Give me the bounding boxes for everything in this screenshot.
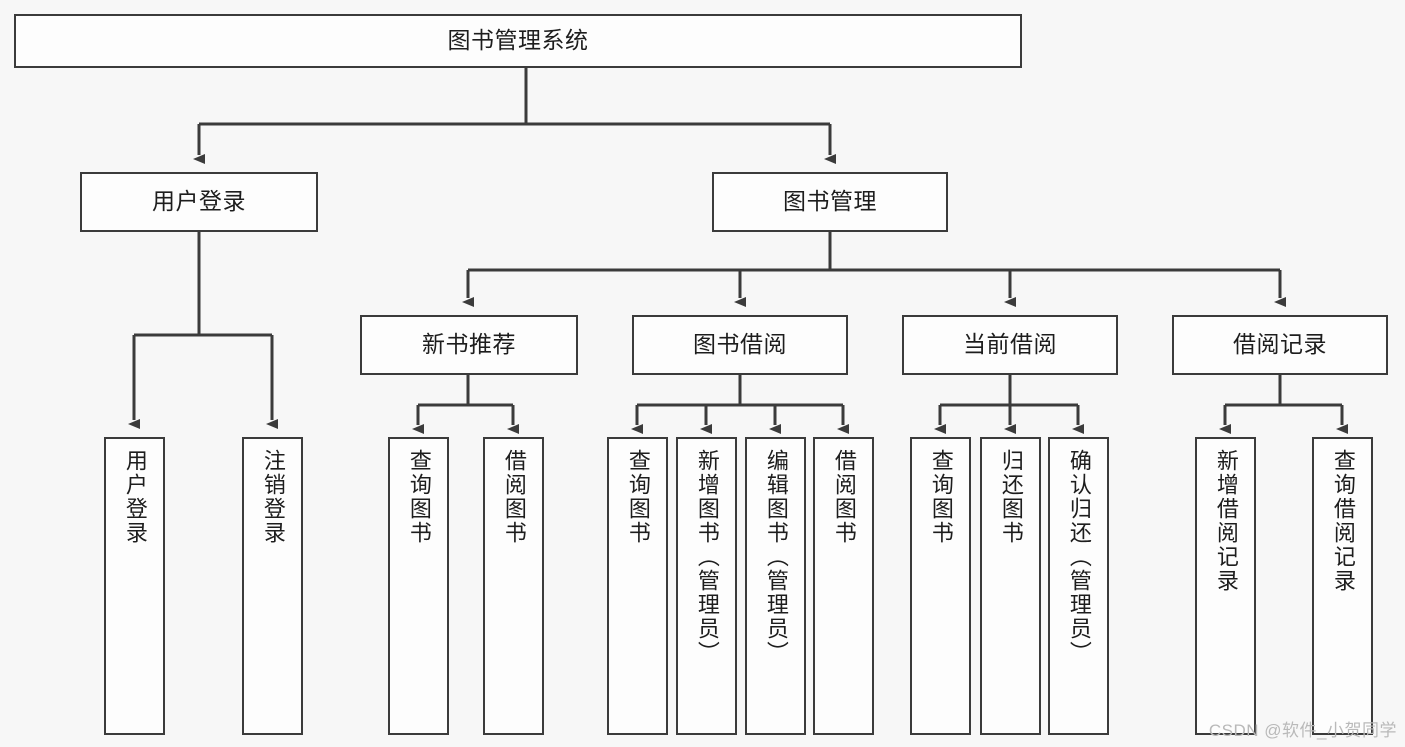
node-borrow-records[interactable]: 借阅记录 — [1172, 315, 1388, 375]
leaf-return-book[interactable]: 归还图书 — [980, 437, 1041, 735]
node-label: 借阅图书 — [831, 449, 857, 545]
node-label: 查询图书 — [625, 449, 651, 545]
leaf-user-login[interactable]: 用户登录 — [104, 437, 165, 735]
node-label: 借阅图书 — [501, 449, 527, 545]
leaf-add-book-admin[interactable]: 新增图书（管理员） — [676, 437, 737, 735]
node-label: 确认归还（管理员） — [1066, 449, 1092, 665]
node-label: 新书推荐 — [422, 331, 516, 358]
node-label: 新增图书（管理员） — [694, 449, 720, 665]
node-current-borrow[interactable]: 当前借阅 — [902, 315, 1118, 375]
leaf-query-book-current[interactable]: 查询图书 — [910, 437, 971, 735]
leaf-edit-book-admin[interactable]: 编辑图书（管理员） — [745, 437, 806, 735]
leaf-query-book-borrow[interactable]: 查询图书 — [607, 437, 668, 735]
node-label: 图书借阅 — [693, 331, 787, 358]
node-label: 编辑图书（管理员） — [763, 449, 789, 665]
node-label: 查询图书 — [928, 449, 954, 545]
leaf-query-borrow-record[interactable]: 查询借阅记录 — [1312, 437, 1373, 735]
node-user-login[interactable]: 用户登录 — [80, 172, 318, 232]
leaf-add-borrow-record[interactable]: 新增借阅记录 — [1195, 437, 1256, 735]
node-label: 当前借阅 — [963, 331, 1057, 358]
leaf-borrow-book[interactable]: 借阅图书 — [813, 437, 874, 735]
node-book-management[interactable]: 图书管理 — [712, 172, 948, 232]
node-label: 用户登录 — [122, 449, 148, 545]
node-new-book-recommend[interactable]: 新书推荐 — [360, 315, 578, 375]
node-label: 注销登录 — [260, 449, 286, 545]
leaf-logout[interactable]: 注销登录 — [242, 437, 303, 735]
node-label: 归还图书 — [998, 449, 1024, 545]
node-book-borrow[interactable]: 图书借阅 — [632, 315, 848, 375]
leaf-confirm-return-admin[interactable]: 确认归还（管理员） — [1048, 437, 1109, 735]
leaf-borrow-book-recommend[interactable]: 借阅图书 — [483, 437, 544, 735]
node-label: 图书管理系统 — [447, 27, 589, 54]
node-label: 用户登录 — [152, 188, 246, 215]
node-label: 借阅记录 — [1233, 331, 1327, 358]
csdn-watermark: CSDN @软件_小贺同学 — [1208, 721, 1397, 740]
node-label: 新增借阅记录 — [1213, 449, 1239, 593]
node-label: 查询借阅记录 — [1330, 449, 1356, 593]
leaf-query-book-recommend[interactable]: 查询图书 — [388, 437, 449, 735]
node-root-book-management-system[interactable]: 图书管理系统 — [14, 14, 1022, 68]
node-label: 查询图书 — [406, 449, 432, 545]
node-label: 图书管理 — [783, 188, 877, 215]
